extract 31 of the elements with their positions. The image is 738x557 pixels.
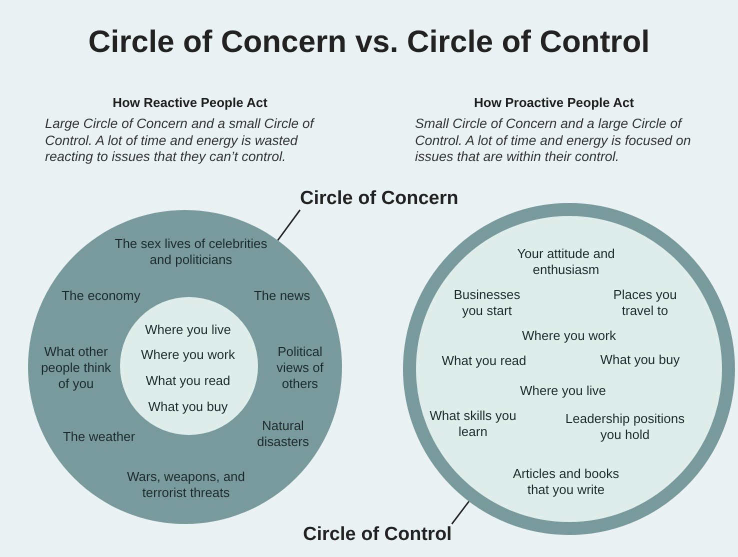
circle-item-text: Leadership positions you hold	[564, 411, 686, 443]
circle-item-text: Places you travel to	[612, 287, 678, 319]
circle-item-text: Where you live	[144, 322, 232, 338]
column-heading: How Reactive People Act	[112, 95, 268, 110]
description-paragraph: Small Circle of Concern and a large Circle of Control. A lot of time and energy is focused on issues that are within their control.	[415, 116, 692, 166]
leader-line	[277, 210, 301, 241]
circle-item-text: What you read	[440, 353, 528, 369]
leader-line	[451, 500, 470, 524]
circle-item-text: What you buy	[147, 399, 229, 415]
circle-item-text: Where you live	[519, 383, 607, 399]
column-heading: How Proactive People Act	[473, 95, 635, 110]
circle-item-text: Businesses you start	[452, 287, 522, 319]
circle-item-text: Articles and books that you write	[512, 466, 620, 498]
circle-item-text: What you buy	[599, 352, 681, 368]
circle-item-text: What other people think of you	[40, 344, 112, 392]
circle-label: Circle of Concern	[300, 188, 458, 210]
circle-item-text: Political views of others	[276, 344, 324, 392]
circle-item-text: Natural disasters	[256, 418, 310, 450]
circle-label: Circle of Control	[303, 524, 452, 546]
description-paragraph: Large Circle of Concern and a small Circle of Control. A lot of time and energy is wasted reacting to issues that they can’t control.	[45, 116, 316, 166]
circle-item-text: Wars, weapons, and terrorist threats	[126, 469, 246, 501]
circle-item-text: Your attitude and enthusiasm	[516, 246, 616, 278]
circle-item-text: Where you work	[140, 347, 236, 363]
circle-item-text: What you read	[144, 373, 232, 389]
title: Circle of Concern vs. Circle of Control	[87, 24, 651, 60]
circle-item-text: What skills you learn	[428, 408, 518, 440]
circle-item-text: The sex lives of celebrities and politicians	[114, 236, 268, 268]
circle-item-text: The news	[252, 288, 312, 304]
circle-item-text: Where you work	[521, 328, 617, 344]
circle-item-text: The economy	[60, 288, 142, 304]
circle-item-text: The weather	[62, 429, 136, 445]
